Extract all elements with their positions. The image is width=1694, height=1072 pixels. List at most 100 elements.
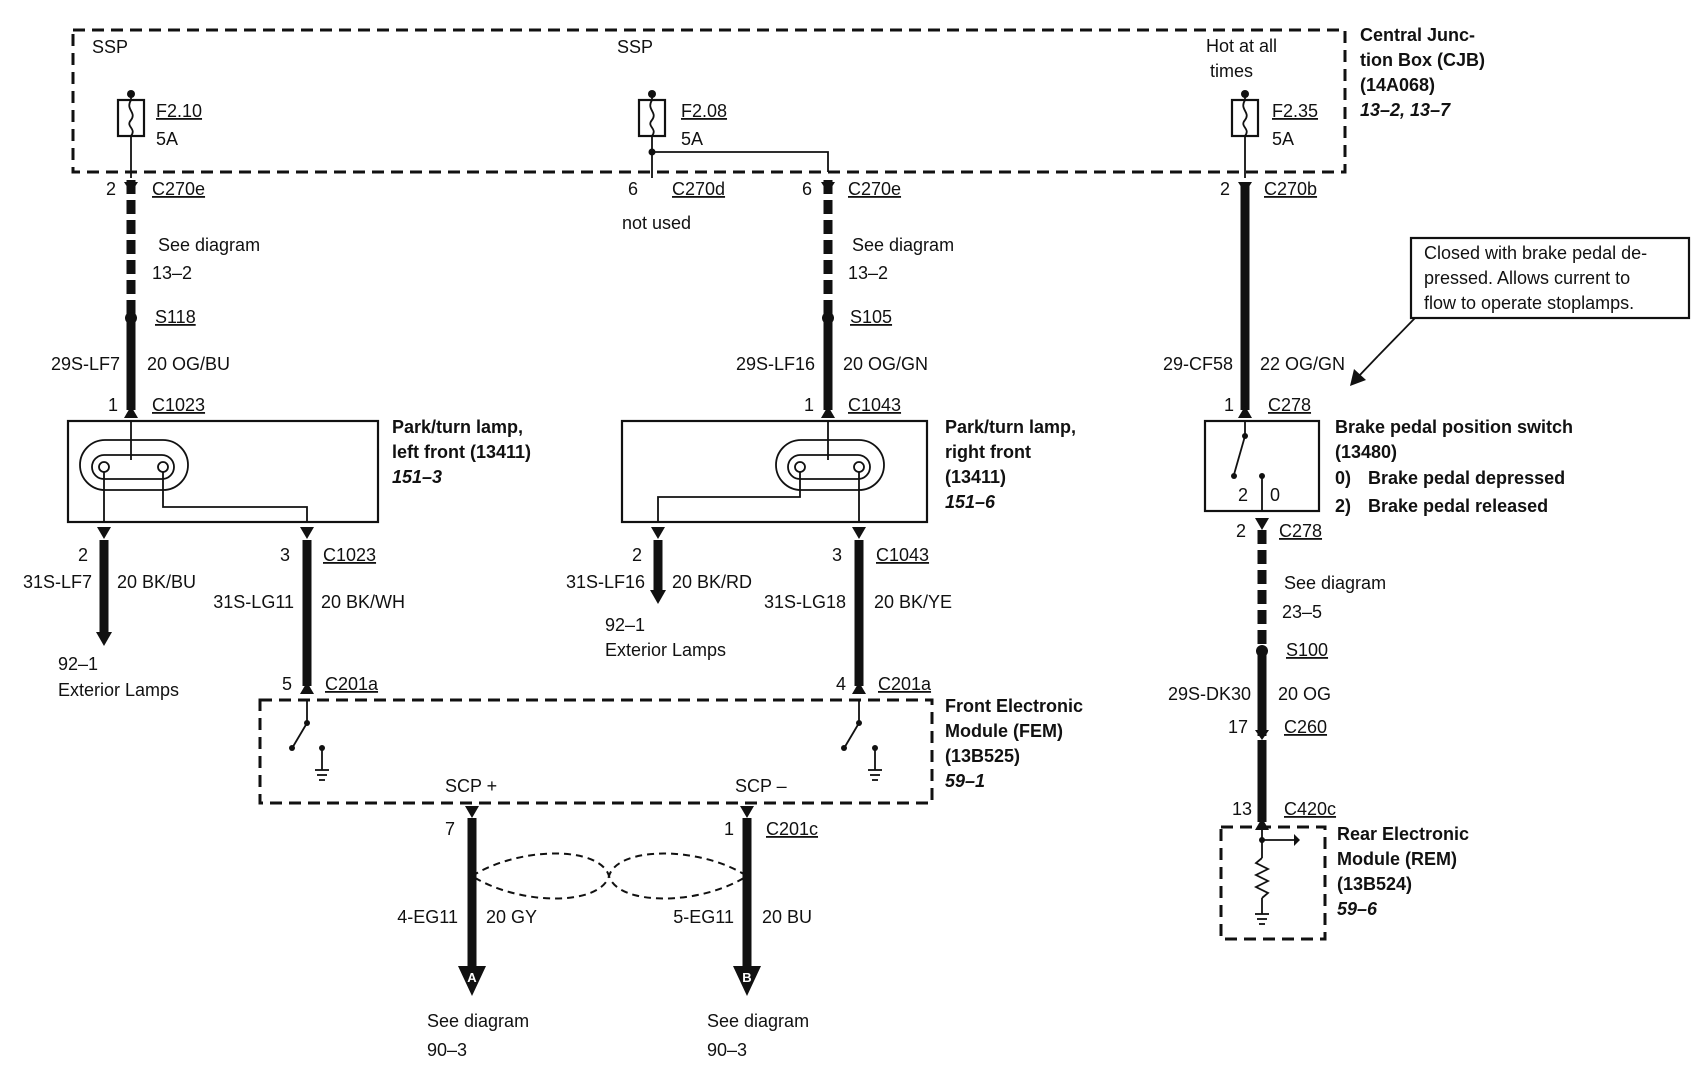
splice-s100-dot xyxy=(1256,645,1268,657)
fem-title-1: Front Electronic xyxy=(945,696,1083,716)
connector-c1043-out-right-icon xyxy=(852,527,866,539)
fuse-f2-08-amp: 5A xyxy=(681,129,703,149)
wire-29-cf58-circuit: 29-CF58 xyxy=(1163,354,1233,374)
c1043-out1-pin: 2 xyxy=(632,545,642,565)
flag-a-label: A xyxy=(467,970,477,985)
rem-resistor-icon xyxy=(1253,827,1300,925)
wire-29s-dk30-spec: 20 OG xyxy=(1278,684,1331,704)
hot-at-all-times-label-2: times xyxy=(1210,61,1253,81)
c201c-name: C201c xyxy=(766,819,818,839)
connector-c201a-left-icon xyxy=(300,682,314,694)
lamp-left-box xyxy=(66,419,380,524)
splice-s118-dot xyxy=(125,312,137,324)
connector-c260-icon xyxy=(1255,730,1269,740)
lamp-right-title-3: (13411) xyxy=(945,467,1006,487)
c278-in-name: C278 xyxy=(1268,395,1311,415)
rem-border xyxy=(1219,825,1327,941)
bpps-title-2: (13480) xyxy=(1335,442,1397,462)
see-diagram-13-2-mid-ref: 13–2 xyxy=(848,263,888,283)
bottom-see-diagram-a: See diagram xyxy=(427,1011,529,1031)
fuse-f2-10-icon xyxy=(116,90,146,138)
c1043-out2-pin: 3 xyxy=(832,545,842,565)
exterior-left-ref: 92–1 xyxy=(58,654,98,674)
arrow-exterior-left-icon xyxy=(96,632,112,646)
bpps-state-2-num: 2) xyxy=(1335,496,1351,516)
connector-c1043-in-icon xyxy=(821,406,835,418)
wire-31s-lg11-circuit: 31S-LG11 xyxy=(213,592,294,612)
lamp-right-title-1: Park/turn lamp, xyxy=(945,417,1076,437)
connector-c1043-out-left-icon xyxy=(651,527,665,539)
wire-31s-lg18-spec: 20 BK/YE xyxy=(874,592,952,612)
callout-leader-2 xyxy=(1356,355,1379,379)
flag-a-arrow-icon xyxy=(458,966,486,996)
fem-title-2: Module (FEM) xyxy=(945,721,1063,741)
wire-31s-lf7-circuit: 31S-LF7 xyxy=(23,572,92,592)
callout-line-2: pressed. Allows current to xyxy=(1424,268,1630,288)
c420c-name: C420c xyxy=(1284,799,1336,819)
cjb-border xyxy=(71,28,1347,174)
bpps-state-0-text: Brake pedal depressed xyxy=(1368,468,1565,488)
c1023-out1-pin: 2 xyxy=(78,545,88,565)
bottom-see-diagram-a-ref: 90–3 xyxy=(427,1040,467,1060)
c278-in-pin: 1 xyxy=(1224,395,1234,415)
c260-pin: 17 xyxy=(1228,717,1248,737)
callout-line-1: Closed with brake pedal de- xyxy=(1424,243,1647,263)
c1043-in-pin: 1 xyxy=(804,395,814,415)
rem-ref: 59–6 xyxy=(1337,899,1378,919)
fuse-f2-08-icon xyxy=(637,90,667,138)
splice-s105-dot xyxy=(822,312,834,324)
exterior-right-ref: 92–1 xyxy=(605,615,645,635)
splice-s118: S118 xyxy=(155,307,196,327)
callout-arrow-icon xyxy=(1350,369,1366,386)
wire-29s-lf7-spec: 20 OG/BU xyxy=(147,354,230,374)
c270b-name: C270b xyxy=(1264,179,1317,199)
bulb-left-icon xyxy=(79,421,308,522)
bottom-see-diagram-b-ref: 90–3 xyxy=(707,1040,747,1060)
bulb-right-icon xyxy=(657,421,885,522)
c270d-not-used: not used xyxy=(622,213,691,233)
bpps-pos-a: 2 xyxy=(1238,485,1248,505)
f2-08-jumper xyxy=(651,136,829,172)
splice-s105: S105 xyxy=(850,307,892,327)
lamp-right-title-2: right front xyxy=(945,442,1031,462)
bpps-switch-icon xyxy=(1231,421,1265,511)
callout-leader xyxy=(1377,317,1416,357)
connector-c278-out-icon xyxy=(1255,518,1269,530)
c278-out-pin: 2 xyxy=(1236,521,1246,541)
lamp-left-title-1: Park/turn lamp, xyxy=(392,417,523,437)
wire-4-eg11-spec: 20 GY xyxy=(486,907,537,927)
callout-box xyxy=(1409,236,1691,320)
lamp-left-ref: 151–3 xyxy=(392,467,442,487)
c1043-out-name: C1043 xyxy=(876,545,929,565)
wire-4-eg11-circuit: 4-EG11 xyxy=(397,907,458,927)
bpps-state-0-num: 0) xyxy=(1335,468,1351,488)
wire-29-cf58-spec: 22 OG/GN xyxy=(1260,354,1345,374)
wire-31s-lf16-circuit: 31S-LF16 xyxy=(566,572,645,592)
flag-b-arrow-icon xyxy=(733,966,761,996)
fem-border xyxy=(258,698,934,805)
fuse-f2-10-id: F2.10 xyxy=(156,101,202,121)
bpps-state-2-text: Brake pedal released xyxy=(1368,496,1548,516)
fem-switch-right-icon xyxy=(841,700,882,781)
cjb-ref: 13–2, 13–7 xyxy=(1360,100,1451,120)
lamp-right-ref: 151–6 xyxy=(945,492,996,512)
arrow-exterior-right-icon xyxy=(650,590,666,604)
wire-29s-lf16-circuit: 29S-LF16 xyxy=(736,354,815,374)
rem-title-3: (13B524) xyxy=(1337,874,1412,894)
flag-b-label: B xyxy=(742,970,751,985)
c270b-pin: 2 xyxy=(1220,179,1230,199)
see-diagram-23-5-ref: 23–5 xyxy=(1282,602,1322,622)
connector-c270e-mid-icon xyxy=(821,182,835,193)
fuse-f2-35-id: F2.35 xyxy=(1272,101,1318,121)
cjb-title-3: (14A068) xyxy=(1360,75,1435,95)
wire-31s-lf16-spec: 20 BK/RD xyxy=(672,572,752,592)
wire-29s-lf16-spec: 20 OG/GN xyxy=(843,354,928,374)
scp-plus-label: SCP + xyxy=(445,776,497,796)
wire-5-eg11-circuit: 5-EG11 xyxy=(673,907,734,927)
connector-c270e-left-icon xyxy=(124,182,138,193)
see-diagram-13-2-left-ref: 13–2 xyxy=(152,263,192,283)
ssp-label-left: SSP xyxy=(92,37,128,57)
fem-switch-left-icon xyxy=(289,700,329,781)
fuse-f2-08-id: F2.08 xyxy=(681,101,727,121)
c201a-right-pin: 4 xyxy=(836,674,846,694)
